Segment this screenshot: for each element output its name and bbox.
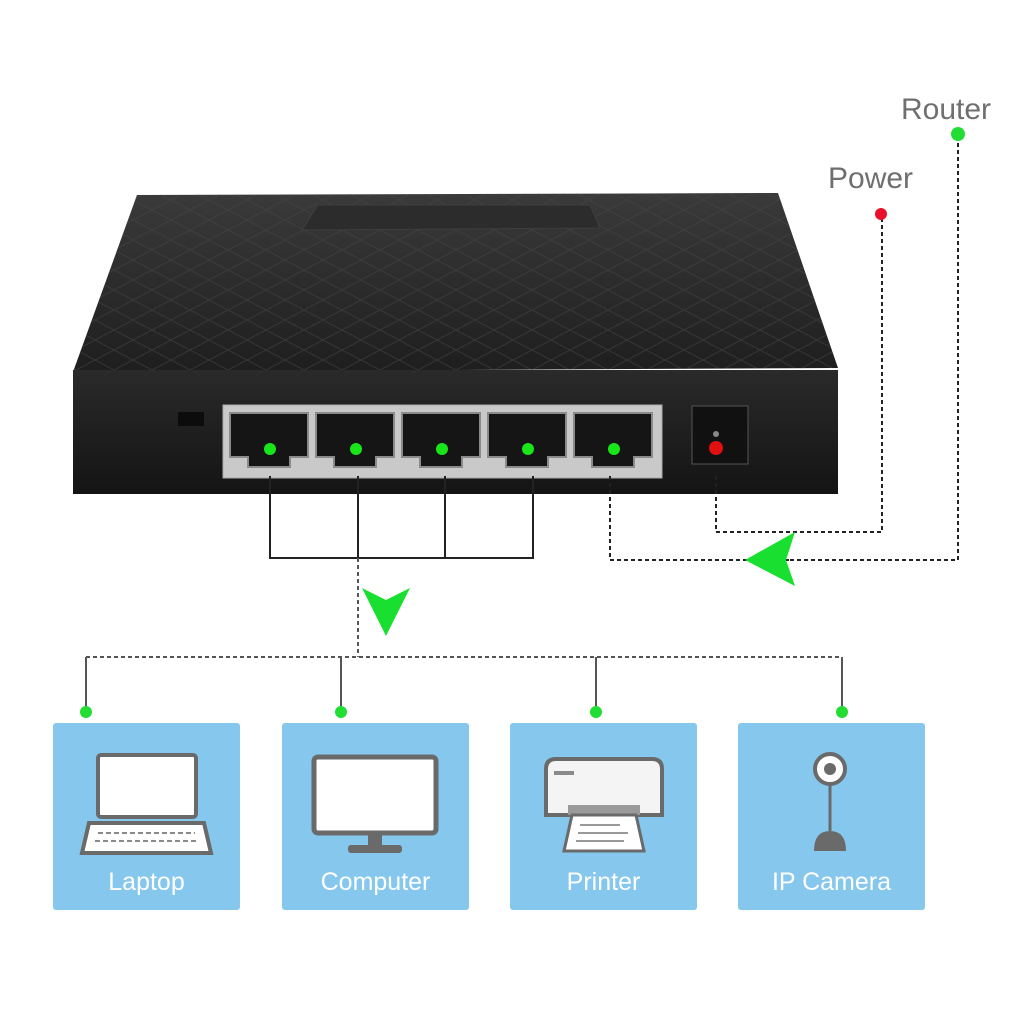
device-card-ip-camera: IP Camera <box>738 723 925 910</box>
ethernet-port <box>487 412 567 468</box>
device-label: Computer <box>320 868 431 896</box>
power-node <box>875 208 887 220</box>
port-cables <box>269 136 959 561</box>
printer-icon <box>544 757 664 853</box>
laptop-icon <box>79 753 214 855</box>
ethernet-port <box>315 412 395 468</box>
power-label: Power <box>828 162 914 195</box>
port-led <box>436 443 448 455</box>
device-label: Printer <box>566 868 641 896</box>
power-led <box>709 441 723 455</box>
downlink-arrow <box>362 588 410 636</box>
router-node <box>951 127 965 141</box>
reset-slot <box>178 412 204 426</box>
port-led <box>608 443 620 455</box>
device-node <box>80 706 92 718</box>
ethernet-port <box>229 412 309 468</box>
router-label: Router <box>901 93 992 126</box>
device-card-printer: Printer <box>510 723 697 910</box>
device-label: Laptop <box>108 868 185 896</box>
monitor-icon <box>311 754 439 853</box>
device-card-laptop: Laptop <box>53 723 240 910</box>
ethernet-port <box>573 412 653 468</box>
switch-led-panel <box>301 204 601 231</box>
device-node <box>590 706 602 718</box>
device-node <box>335 706 347 718</box>
port-led <box>522 443 534 455</box>
port-led <box>264 443 276 455</box>
power-jack-pin <box>713 431 719 437</box>
uplink-arrow <box>745 532 795 586</box>
device-node <box>836 706 848 718</box>
network-switch <box>73 193 838 494</box>
webcam-icon <box>813 752 847 851</box>
distribution-bus <box>85 656 843 710</box>
port-led <box>350 443 362 455</box>
device-card-computer: Computer <box>282 723 469 910</box>
ethernet-ports <box>229 412 653 468</box>
power-jack <box>691 405 749 465</box>
ethernet-port <box>401 412 481 468</box>
device-label: IP Camera <box>771 868 892 896</box>
